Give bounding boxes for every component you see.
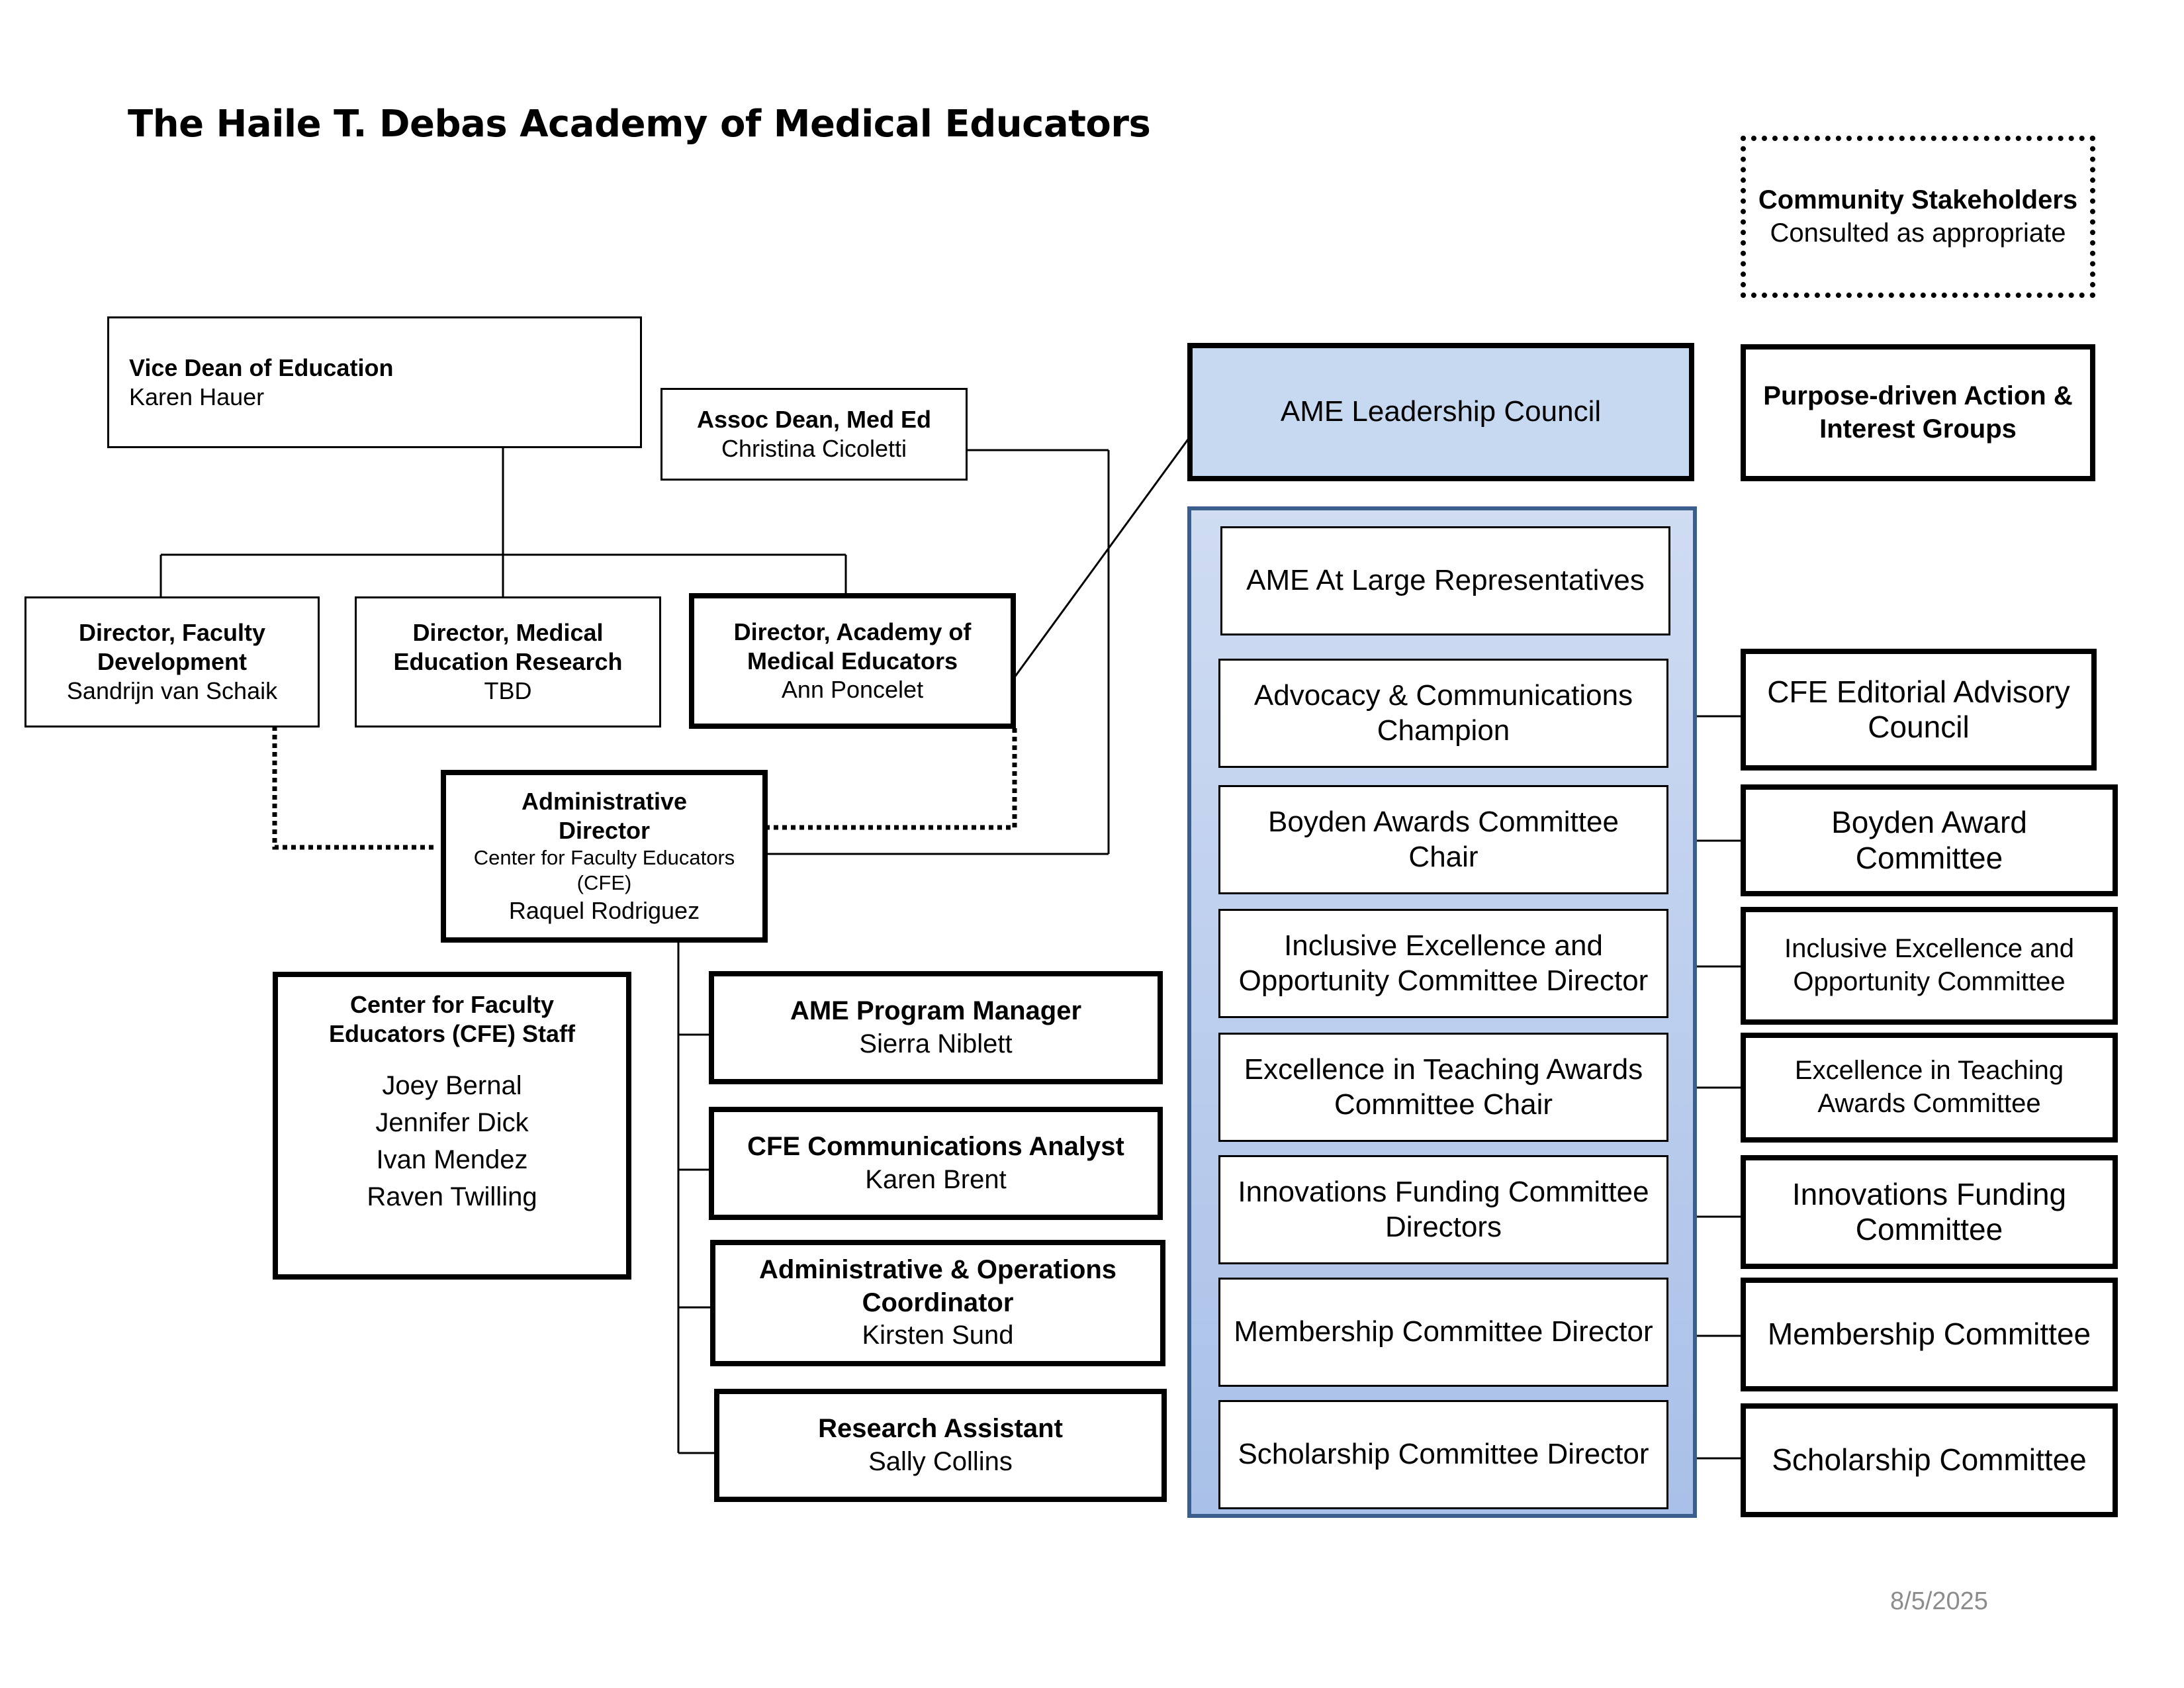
council-role-box: Boyden Awards Committee Chair xyxy=(1218,785,1668,894)
council-role-box: Innovations Funding Committee Directors xyxy=(1218,1155,1668,1264)
council-role-label: AME At Large Representatives xyxy=(1246,564,1645,597)
committee-label: Innovations Funding Committee xyxy=(1792,1176,2067,1246)
committee-box: Membership Committee xyxy=(1741,1278,2118,1391)
administrative-director-box: Administrative Director Center for Facul… xyxy=(441,770,768,943)
committee-label: Inclusive Excellence and Opportunity Com… xyxy=(1784,934,2075,996)
council-role-label: Inclusive Excellence and Opportunity Com… xyxy=(1238,929,1649,997)
purpose-groups-box: Purpose-driven Action & Interest Groups xyxy=(1741,344,2095,481)
committee-label: Boyden Award Committee xyxy=(1831,805,2027,875)
assoc-dean-title: Assoc Dean, Med Ed xyxy=(696,406,932,434)
council-role-box: Excellence in Teaching Awards Committee … xyxy=(1218,1033,1668,1142)
staff-title: AME Program Manager xyxy=(790,996,1082,1025)
cfe-staff-member: Joey Bernal xyxy=(382,1070,522,1100)
staff-box-program-manager: AME Program Manager Sierra Niblett xyxy=(709,971,1163,1084)
administrative-director-name: Raquel Rodriguez xyxy=(508,897,700,925)
council-role-label: Membership Committee Director xyxy=(1234,1315,1653,1348)
administrative-director-title: Administrative Director xyxy=(521,787,688,844)
staff-title: Research Assistant xyxy=(818,1413,1063,1443)
vice-dean-title: Vice Dean of Education xyxy=(129,353,394,381)
staff-box-operations-coordinator: Administrative & Operations Coordinator … xyxy=(710,1240,1165,1366)
purpose-groups-label: Purpose-driven Action & Interest Groups xyxy=(1763,381,2073,444)
council-role-box: Inclusive Excellence and Opportunity Com… xyxy=(1218,909,1668,1018)
committee-box: Inclusive Excellence and Opportunity Com… xyxy=(1741,907,2118,1025)
staff-box-research-assistant: Research Assistant Sally Collins xyxy=(714,1389,1167,1502)
council-role-label: Scholarship Committee Director xyxy=(1238,1438,1649,1471)
cfe-staff-names: Joey Bernal Jennifer Dick Ivan Mendez Ra… xyxy=(367,1067,537,1215)
director-faculty-development-title: Director, Faculty Development xyxy=(78,619,266,676)
council-role-label: Innovations Funding Committee Directors xyxy=(1238,1175,1649,1243)
council-role-box: Advocacy & Communications Champion xyxy=(1218,659,1668,768)
committee-box: CFE Editorial Advisory Council xyxy=(1741,649,2097,771)
committee-box: Scholarship Committee xyxy=(1741,1403,2118,1517)
vice-dean-box: Vice Dean of Education Karen Hauer xyxy=(107,316,642,448)
administrative-director-unit: Center for Faculty Educators (CFE) xyxy=(473,845,735,895)
committee-box: Excellence in Teaching Awards Committee xyxy=(1741,1033,2118,1143)
director-med-ed-research-name: TBD xyxy=(484,677,532,704)
director-faculty-development-name: Sandrijn van Schaik xyxy=(66,677,278,704)
council-role-label: Excellence in Teaching Awards Committee … xyxy=(1244,1053,1643,1121)
director-med-ed-research-title: Director, Medical Education Research xyxy=(393,619,623,676)
assoc-dean-name: Christina Cicoletti xyxy=(721,435,907,462)
community-stakeholders-note: Consulted as appropriate xyxy=(1770,218,2066,248)
page-title: The Haile T. Debas Academy of Medical Ed… xyxy=(128,103,1151,146)
staff-title: Administrative & Operations Coordinator xyxy=(758,1255,1117,1317)
committee-label: CFE Editorial Advisory Council xyxy=(1767,674,2070,744)
committee-label: Scholarship Committee xyxy=(1772,1442,2087,1477)
director-academy-box: Director, Academy of Medical Educators A… xyxy=(689,593,1016,729)
leadership-council-box: AME Leadership Council xyxy=(1187,343,1694,481)
assoc-dean-box: Assoc Dean, Med Ed Christina Cicoletti xyxy=(660,388,968,481)
cfe-staff-member: Ivan Mendez xyxy=(376,1145,528,1174)
director-faculty-development-box: Director, Faculty Development Sandrijn v… xyxy=(24,596,320,727)
cfe-staff-title: Center for Faculty Educators (CFE) Staff xyxy=(328,991,576,1047)
council-role-box: Membership Committee Director xyxy=(1218,1278,1668,1387)
council-role-box: AME At Large Representatives xyxy=(1220,526,1670,635)
committee-label: Excellence in Teaching Awards Committee xyxy=(1794,1056,2064,1118)
document-date: 8/5/2025 xyxy=(1890,1587,1988,1615)
committee-box: Boyden Award Committee xyxy=(1741,784,2118,896)
staff-title: CFE Communications Analyst xyxy=(747,1131,1124,1161)
director-academy-name: Ann Poncelet xyxy=(781,676,924,704)
staff-box-communications-analyst: CFE Communications Analyst Karen Brent xyxy=(709,1107,1163,1220)
staff-name: Sierra Niblett xyxy=(859,1029,1013,1058)
staff-name: Karen Brent xyxy=(865,1164,1007,1194)
staff-name: Sally Collins xyxy=(868,1446,1013,1476)
staff-name: Kirsten Sund xyxy=(862,1321,1014,1350)
council-role-label: Advocacy & Communications Champion xyxy=(1253,679,1633,747)
leadership-council-label: AME Leadership Council xyxy=(1280,395,1602,428)
cfe-staff-member: Jennifer Dick xyxy=(375,1107,529,1137)
director-academy-title: Director, Academy of Medical Educators xyxy=(733,618,972,675)
cfe-staff-member: Raven Twilling xyxy=(367,1182,537,1211)
community-stakeholders-name: Community Stakeholders xyxy=(1758,185,2078,214)
committee-box: Innovations Funding Committee xyxy=(1741,1155,2118,1269)
council-role-label: Boyden Awards Committee Chair xyxy=(1268,805,1619,873)
director-med-ed-research-box: Director, Medical Education Research TBD xyxy=(355,596,661,727)
community-stakeholders-box: Community Stakeholders Consulted as appr… xyxy=(1741,136,2095,298)
council-role-box: Scholarship Committee Director xyxy=(1218,1400,1668,1509)
committee-label: Membership Committee xyxy=(1767,1317,2091,1352)
vice-dean-name: Karen Hauer xyxy=(129,383,265,410)
cfe-staff-box: Center for Faculty Educators (CFE) Staff… xyxy=(273,972,631,1280)
